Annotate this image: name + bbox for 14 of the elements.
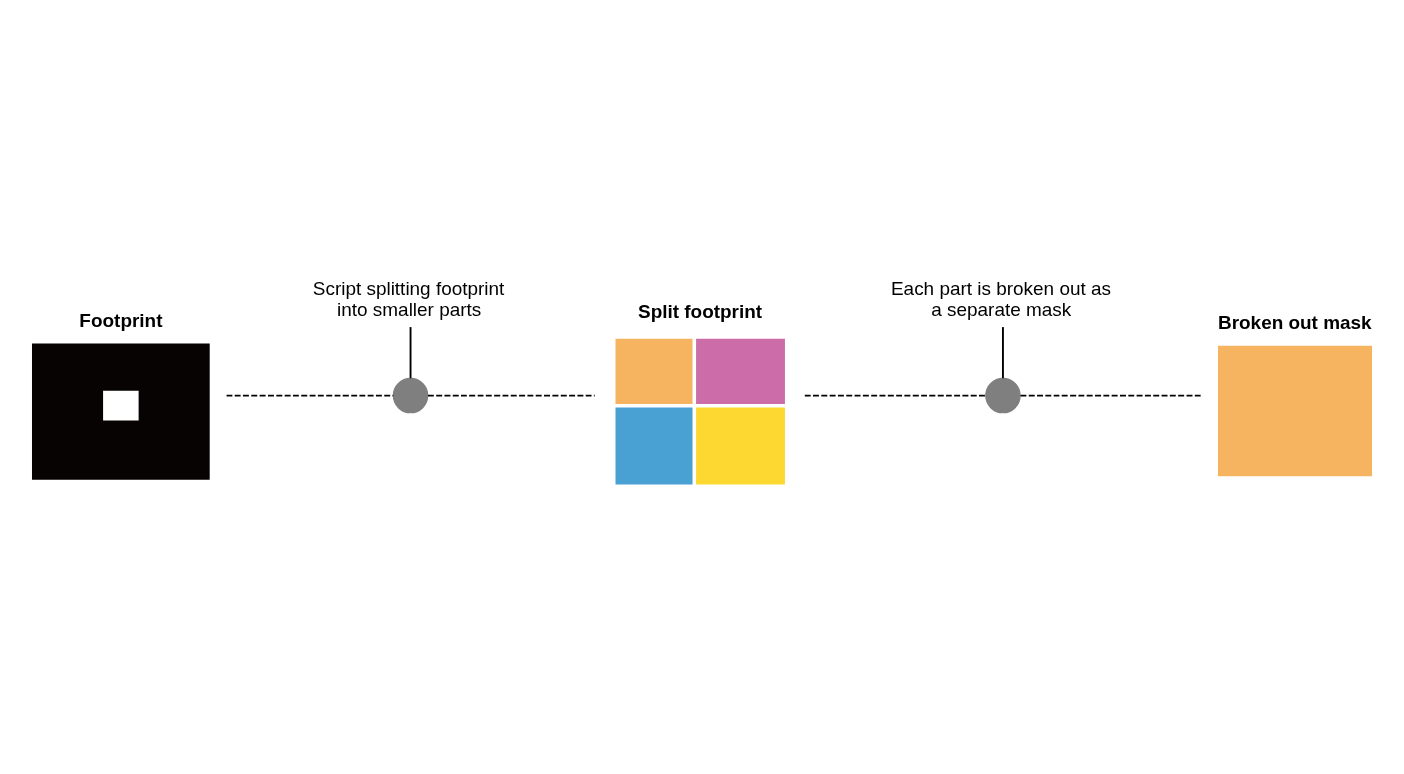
- connector: [1002, 326, 1004, 380]
- node-box: [32, 343, 210, 480]
- node-label: Footprint: [79, 309, 163, 331]
- connector: [803, 394, 987, 397]
- connector: [409, 326, 412, 380]
- connector: [1019, 394, 1203, 397]
- node-box: [1218, 345, 1372, 477]
- connector: [427, 394, 596, 397]
- node-label: Broken out mask: [1217, 312, 1372, 333]
- node-label: Split footprint: [638, 301, 763, 323]
- node-text: Script splitting footprint into smaller parts: [312, 277, 505, 320]
- node-circle: [392, 377, 429, 414]
- node-text: Each part is broken out as a separate mask: [890, 277, 1111, 320]
- node-circle: [985, 377, 1021, 414]
